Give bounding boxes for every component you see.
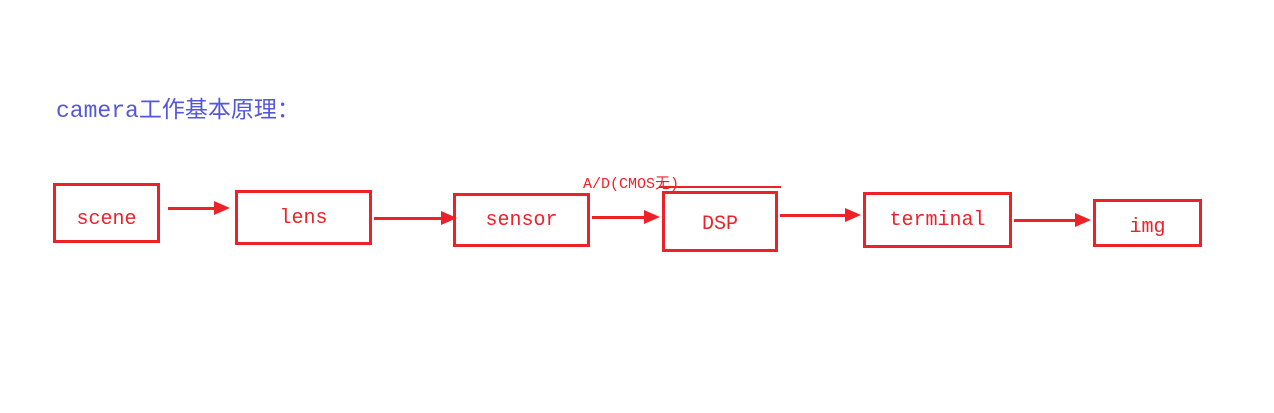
- flow-node-lens: lens: [235, 190, 372, 245]
- arrow-shaft: [1014, 218, 1077, 222]
- flow-node-terminal-label: terminal: [889, 208, 986, 232]
- flow-node-lens-label: lens: [279, 207, 328, 230]
- arrow-shaft: [592, 215, 646, 219]
- arrow-sensor-to-dsp: [592, 210, 660, 224]
- arrow-dsp-to-terminal: [780, 208, 861, 222]
- diagram-title: camera工作基本原理：: [56, 98, 300, 124]
- flow-node-img: img: [1093, 199, 1202, 247]
- flow-node-img-label: img: [1129, 215, 1166, 239]
- flow-node-dsp: DSP: [662, 191, 778, 252]
- arrow-terminal-to-img: [1014, 213, 1091, 227]
- flow-node-sensor: sensor: [453, 193, 590, 247]
- arrowhead-right-icon: [214, 201, 230, 215]
- arrowhead-right-icon: [644, 210, 660, 224]
- arrowhead-right-icon: [845, 208, 861, 222]
- flow-node-dsp-label: DSP: [701, 213, 738, 236]
- annotation-underline: [659, 186, 781, 188]
- arrow-shaft: [374, 216, 443, 220]
- flow-node-terminal: terminal: [863, 192, 1012, 248]
- flow-node-scene-label: scene: [76, 207, 137, 231]
- arrow-scene-to-lens: [168, 201, 230, 215]
- flow-node-sensor-label: sensor: [485, 208, 558, 232]
- arrow-shaft: [168, 206, 216, 210]
- ad-conversion-annotation: A/D(CMOS无): [583, 176, 680, 193]
- arrowhead-right-icon: [1075, 213, 1091, 227]
- arrow-shaft: [780, 213, 847, 217]
- arrow-lens-to-sensor: [374, 211, 457, 225]
- flow-node-scene: scene: [53, 183, 160, 243]
